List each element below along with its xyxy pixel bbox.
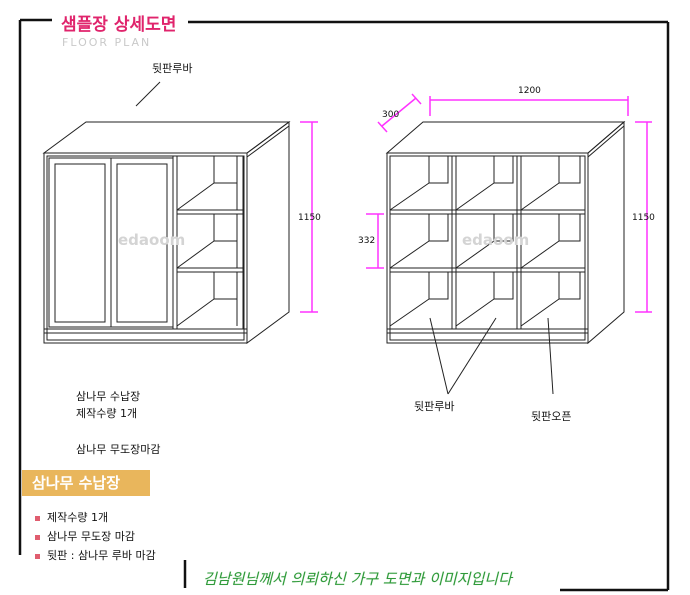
spec-text: 뒷판 : 삼나무 루바 마감 [47,549,156,562]
rear-width-label: 1200 [518,86,541,96]
rear-callout-louver: 뒷판루바 [414,400,455,413]
product-tag: 삼나무 수납장 [22,470,150,496]
description-line-3: 삼나무 무도장마감 [76,443,161,456]
front-view-cabinet [42,121,291,344]
bullet-icon [35,534,40,540]
rear-callout-open: 뒷판오픈 [531,410,572,423]
front-watermark: edaoom [118,231,186,249]
bullet-icon [35,515,40,521]
spec-item: 제작수량 1개 [35,508,156,527]
bullet-icon [35,553,40,559]
header-subtitle: FLOOR PLAN [62,36,152,49]
front-callout-label: 뒷판루바 [152,62,193,75]
description-line-2: 제작수량 1개 [76,407,138,420]
spec-text: 제작수량 1개 [47,511,109,524]
header-title: 샘플장 상세도면 [55,8,183,37]
footer-note: 김남원님께서 의뢰하신 가구 도면과 이미지입니다 [203,570,512,588]
description-line-1: 삼나무 수납장 [76,390,141,403]
rear-height-label: 1150 [632,213,655,223]
page-frame [18,18,670,592]
spec-item: 삼나무 무도장 마감 [35,527,156,546]
spec-item: 뒷판 : 삼나무 루바 마감 [35,546,156,565]
rear-callout-lines [429,317,554,395]
rear-depth-label: 300 [382,110,400,120]
front-height-dimension [300,121,318,313]
rear-compartment-depth [389,156,581,327]
rear-dimensions [366,93,652,313]
front-callout-line [135,81,161,107]
rear-shelf-label: 332 [358,236,376,246]
rear-watermark: edaoom [462,231,530,249]
front-height-label: 1150 [298,213,321,223]
spec-list: 제작수량 1개 삼나무 무도장 마감 뒷판 : 삼나무 루바 마감 [35,508,156,565]
spec-text: 삼나무 무도장 마감 [47,530,135,543]
rear-view-cabinet [385,120,626,345]
